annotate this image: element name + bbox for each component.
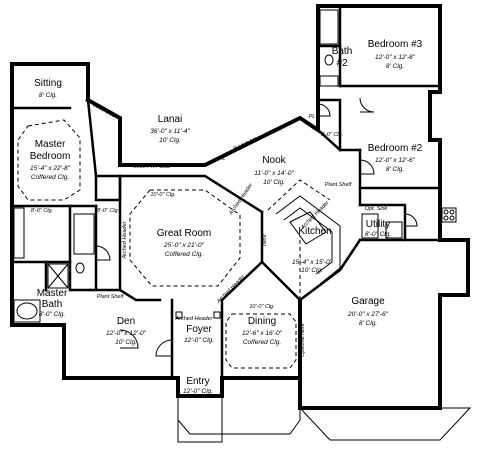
dining-name: Dining xyxy=(248,316,276,327)
note-arched-header-1: Arched Header xyxy=(122,220,128,259)
note-slider-top: 9068 SSD xyxy=(92,103,117,120)
note-arched-header-3: Arched Header xyxy=(215,273,247,305)
note-opt-sink: Opt. Sink xyxy=(365,206,388,212)
washer xyxy=(361,213,379,239)
note-wic-ceiling: 8'-0" Clg. xyxy=(97,208,119,214)
kitchen-ceiling: 10' Clg. xyxy=(301,267,323,274)
note-nitre: Nitre xyxy=(262,234,268,246)
lanai-top-wall xyxy=(85,4,320,167)
note-pl-2: PL xyxy=(309,114,316,120)
interior-walls xyxy=(10,4,442,380)
note-dining-ceiling-top: 10'-0" Clg. xyxy=(249,304,274,310)
bedroom3-ceiling: 8' Clg. xyxy=(386,63,404,70)
bedroom-wing-wall xyxy=(316,4,470,297)
master-west-wall xyxy=(10,62,122,380)
den-name: Den xyxy=(117,316,135,327)
kitchen-name: Kitchen xyxy=(298,226,331,237)
nook-name: Nook xyxy=(262,155,286,166)
note-plant-shelf: Plant Shelf xyxy=(97,294,124,300)
great-room-size: 25'-0" x 21'-0" xyxy=(163,242,205,249)
note-slider-great: 9060 PKT SSD xyxy=(133,164,170,170)
garage-name: Garage xyxy=(351,296,385,307)
great-room-name: Great Room xyxy=(157,228,211,239)
master-closet-vanity xyxy=(73,213,95,255)
master-bath-name-2: Bath xyxy=(42,299,63,310)
fixtures xyxy=(13,9,457,323)
master-toilet xyxy=(75,262,85,274)
range xyxy=(441,207,457,223)
note-pl: PL xyxy=(219,156,226,162)
kitchen-island xyxy=(289,211,327,245)
room-labels: Sitting 8' Clg. Lanai 36'-0" x 11'-4" 10… xyxy=(30,39,423,395)
note-optional-nitre: Optional Nitre xyxy=(300,323,306,357)
bath2-tub xyxy=(319,9,339,45)
lanai-ceiling: 10' Clg. xyxy=(159,137,181,144)
note-plant-shelf-2: Plant Shelf xyxy=(325,182,352,188)
dryer xyxy=(385,221,403,239)
entry-ceiling: 12'-0" Clg. xyxy=(183,388,213,395)
note-closet-ceiling: 8'-0" Clg. xyxy=(31,208,53,214)
den-size: 12'-0" x 12'-0" xyxy=(106,330,147,337)
bath2-vanity xyxy=(319,75,339,87)
ceiling-outlines xyxy=(17,119,331,369)
master-bath-name-1: Master xyxy=(37,288,68,299)
sitting-ceiling: 8' Clg. xyxy=(39,92,57,99)
front-wall xyxy=(118,298,302,398)
master-bedroom-name-1: Master xyxy=(35,139,66,150)
note-nook-ceiling-small: 9'-0" Clg. xyxy=(321,132,343,138)
lanai-size: 36'-0" x 11'-4" xyxy=(150,128,190,135)
bedroom3-size: 12'-0" x 12'-8" xyxy=(375,54,416,61)
bedroom2-ceiling: 8' Clg. xyxy=(386,166,404,173)
bedroom2-size: 12'-0" x 12'-6" xyxy=(375,157,416,164)
bath2-name: Bath xyxy=(332,46,353,57)
master-bath-ceiling: 8'-0" Clg. xyxy=(39,311,66,318)
doors xyxy=(95,97,418,357)
master-bedroom-size: 15'-4" x 22'-8" xyxy=(30,165,71,172)
bedroom3-name: Bedroom #3 xyxy=(368,39,423,50)
master-bedroom-name-2: Bedroom xyxy=(30,151,71,162)
kitchen-size: 15'-4" x 15'-0" xyxy=(292,259,333,266)
lanai-name: Lanai xyxy=(158,114,182,125)
entry-name: Entry xyxy=(186,376,209,387)
note-arched-header-2: Arched Header xyxy=(228,182,255,218)
den-ceiling: 10' Clg. xyxy=(115,339,137,346)
master-vanity xyxy=(13,207,25,259)
master-bedroom-ceiling: Coffered Clg. xyxy=(31,174,69,181)
nook-ceiling: 10' Clg. xyxy=(263,179,285,186)
note-walkin-ceiling: 10'-0" Clg. xyxy=(150,192,175,198)
nook-size: 11'-0" x 14'-0" xyxy=(254,170,294,177)
dining-ceiling: Coffered Clg. xyxy=(243,339,281,346)
bedroom2-name: Bedroom #2 xyxy=(368,143,423,154)
garage-size: 20'-0" x 27'-6" xyxy=(347,311,389,318)
great-room-ceiling: Coffered Clg. xyxy=(165,251,203,258)
utility-ceiling: 8'-0" Clg. xyxy=(365,231,392,238)
note-mitered: 8' High Mitered Glass xyxy=(232,126,283,153)
porch xyxy=(177,396,472,443)
dining-size: 12'-6" x 16'-0" xyxy=(242,330,283,337)
foyer-name: Foyer xyxy=(186,324,212,335)
garage-ceiling: 8' Clg. xyxy=(359,320,377,327)
bath2-number: #2 xyxy=(336,58,348,69)
foyer-ceiling: 12'-0" Clg. xyxy=(184,337,214,344)
utility-name: Utility xyxy=(366,219,390,230)
bath2-toilet xyxy=(324,54,334,66)
sitting-name: Sitting xyxy=(34,78,62,89)
note-arched-header-4: Arched Header xyxy=(175,316,214,322)
